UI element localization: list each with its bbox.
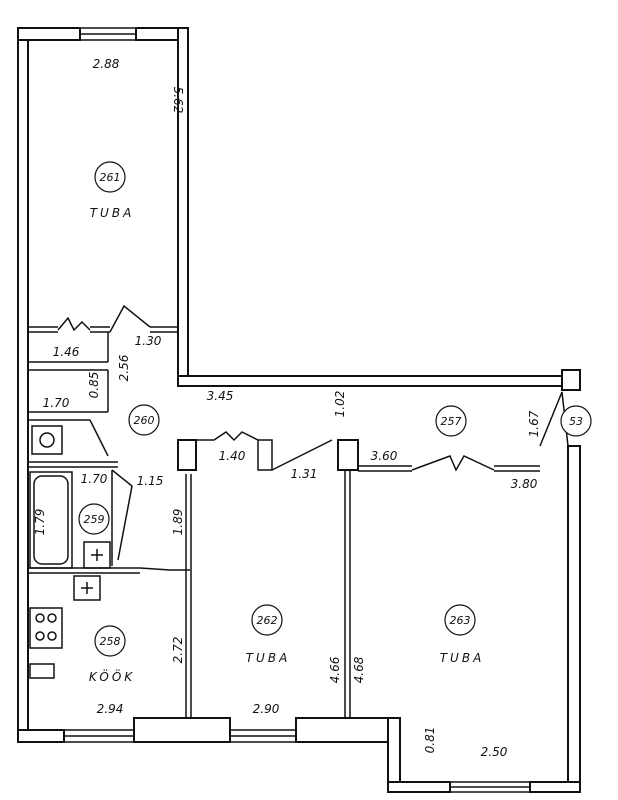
dim-label: 1.89: [171, 509, 185, 536]
dim-label: 1.40: [219, 449, 246, 463]
dim-label: 3.45: [207, 389, 234, 403]
dim-label: 2.94: [97, 702, 124, 716]
svg-text:53: 53: [569, 415, 583, 428]
dim-label: 3.80: [511, 477, 538, 491]
dim-label: 4.66: [328, 656, 342, 683]
dim-label: 4.68: [352, 656, 366, 683]
svg-text:260: 260: [134, 414, 155, 427]
dim-label: 2.90: [253, 702, 280, 716]
dim-label: 1.30: [135, 334, 162, 348]
room-53: 53: [560, 405, 592, 437]
dim-label: 2.72: [171, 637, 185, 664]
dim-label: 1.15: [137, 474, 164, 488]
svg-text:263: 263: [450, 614, 471, 627]
dim-label: 1.02: [333, 391, 347, 418]
dimension-labels: 2.88 5.62 1.30 1.46 2.56 0.85 1.70 3.45 …: [33, 57, 541, 759]
room-263: 263 TUBA: [440, 604, 485, 665]
svg-text:TUBA: TUBA: [90, 206, 135, 220]
dim-label: 2.88: [93, 57, 120, 71]
dim-label: 5.62: [171, 87, 185, 114]
dim-label: 1.46: [53, 345, 80, 359]
svg-text:TUBA: TUBA: [246, 651, 291, 665]
dim-label: 1.67: [527, 410, 541, 437]
svg-text:257: 257: [441, 415, 462, 428]
svg-text:259: 259: [84, 513, 105, 526]
room-260: 260: [128, 404, 160, 436]
svg-text:261: 261: [100, 171, 121, 184]
dim-label: 0.85: [87, 372, 101, 399]
dim-label: 2.50: [481, 745, 508, 759]
outer-walls: [17, 27, 581, 793]
dim-label: 3.60: [371, 449, 398, 463]
dim-label: 1.70: [43, 396, 70, 410]
svg-text:TUBA: TUBA: [440, 651, 485, 665]
room-259: 259: [78, 503, 110, 535]
svg-text:KÖÖK: KÖÖK: [89, 668, 135, 684]
room-258: 258 KÖÖK: [89, 625, 135, 684]
dim-label: 1.31: [291, 467, 318, 481]
dim-label: 1.79: [33, 509, 47, 536]
dim-label: 0.81: [423, 727, 437, 754]
room-262: 262 TUBA: [246, 604, 291, 665]
interior-walls: [28, 304, 569, 718]
windows: [63, 27, 531, 793]
room-257: 257: [435, 405, 467, 437]
room-labels: 261 TUBA 260 259 258 KÖÖK 262 TUBA 263 T…: [78, 161, 592, 684]
svg-text:258: 258: [100, 635, 121, 648]
svg-text:262: 262: [257, 614, 278, 627]
dim-label: 2.56: [117, 354, 131, 381]
dim-label: 1.70: [81, 472, 108, 486]
room-261: 261 TUBA: [90, 161, 135, 220]
